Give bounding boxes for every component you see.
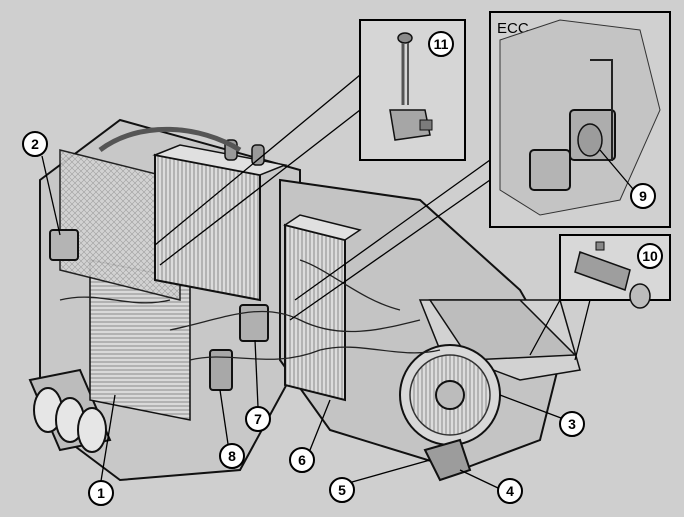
callout-2: 2 bbox=[22, 131, 61, 236]
svg-text:5: 5 bbox=[338, 482, 346, 498]
callout-6: 6 bbox=[289, 399, 331, 473]
callout-1: 1 bbox=[88, 394, 116, 506]
leader-lines bbox=[154, 74, 591, 361]
svg-text:11: 11 bbox=[434, 36, 449, 52]
svg-text:7: 7 bbox=[254, 411, 262, 427]
wiring-harness bbox=[59, 259, 441, 361]
callout-3: 3 bbox=[499, 394, 585, 437]
callout-7: 7 bbox=[245, 339, 271, 432]
blower-fan bbox=[399, 344, 501, 446]
svg-text:4: 4 bbox=[506, 483, 514, 499]
actuators bbox=[49, 229, 472, 482]
svg-text:6: 6 bbox=[298, 452, 306, 468]
callout-5: 5 bbox=[329, 459, 431, 503]
svg-text:9: 9 bbox=[639, 188, 647, 204]
svg-text:10: 10 bbox=[642, 248, 658, 264]
svg-text:2: 2 bbox=[31, 136, 39, 152]
callout-10: 10 bbox=[637, 243, 663, 269]
callout-9: 9 bbox=[599, 149, 656, 209]
callout-8: 8 bbox=[219, 389, 245, 469]
callouts: 1 2 3 4 5 6 7 bbox=[22, 31, 663, 506]
svg-text:8: 8 bbox=[228, 448, 236, 464]
svg-text:1: 1 bbox=[97, 485, 105, 501]
svg-text:3: 3 bbox=[568, 416, 576, 432]
callout-11: 11 bbox=[428, 31, 454, 57]
callout-4: 4 bbox=[459, 469, 523, 504]
air-outlets bbox=[28, 368, 112, 453]
